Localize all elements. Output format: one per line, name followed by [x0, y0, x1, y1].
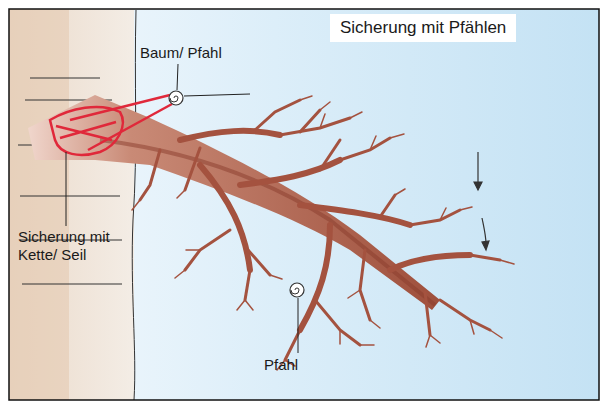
part-label: Pfahl — [264, 356, 298, 374]
part-label: Sicherung mit Kette/ Seil — [18, 228, 122, 264]
part-label: Baum/ Pfahl — [140, 44, 222, 62]
diagram-title: Sicherung mit Pfählen — [330, 14, 516, 42]
